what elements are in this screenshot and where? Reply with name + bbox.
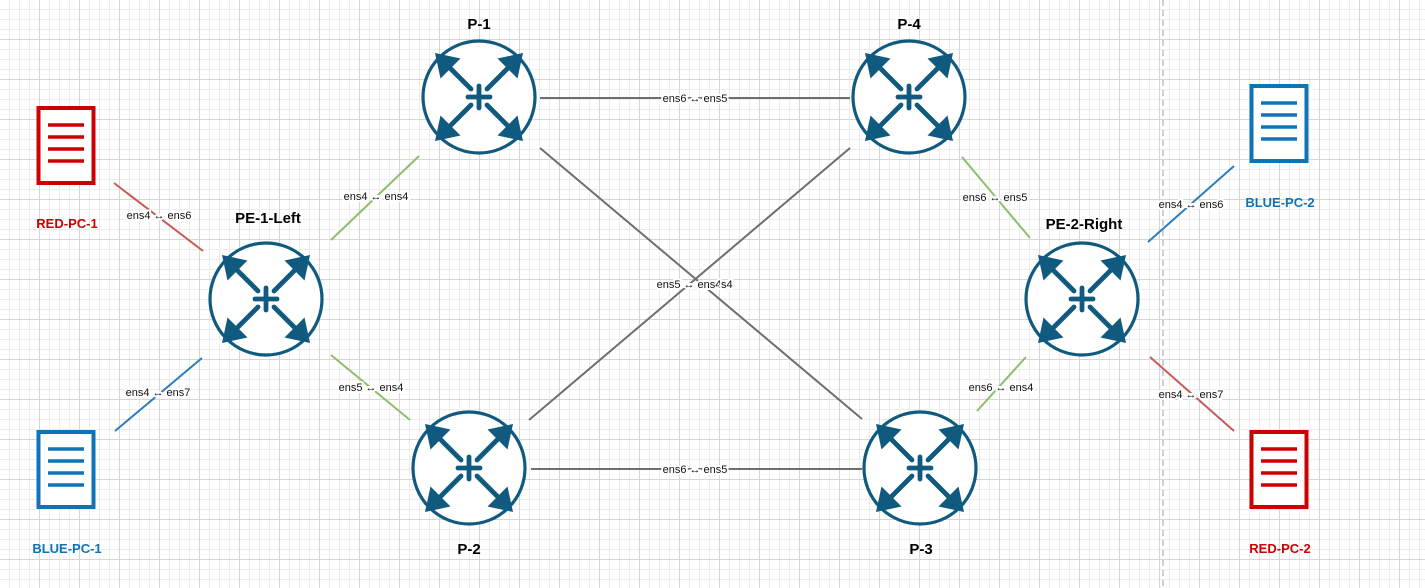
pc-blue-1[interactable]: BLUE-PC-1 (32, 430, 102, 556)
link-pe1-p1[interactable] (330, 155, 420, 241)
links (113, 97, 1235, 470)
router-icon (864, 412, 976, 524)
router-label: P-2 (457, 541, 480, 558)
pc-label: BLUE-PC-1 (32, 541, 101, 556)
document-icon (36, 430, 96, 509)
router-p2[interactable]: P-2 (413, 412, 525, 558)
router-icon (1026, 243, 1138, 355)
link-label-blue2-pe2: ens4 ↔ ens6 (1159, 199, 1224, 211)
link-labels: ens6 ↔ ens5 ens6 ↔ ens5 ens4 ↔ ens4 ens5… (124, 91, 1226, 478)
router-pe1-left[interactable]: PE-1-Left (210, 210, 322, 355)
router-label: PE-2-Right (1046, 216, 1123, 233)
link-p4-pe2[interactable] (961, 156, 1031, 239)
pc-label: BLUE-PC-2 (1245, 195, 1314, 210)
router-icon (210, 243, 322, 355)
pc-blue-2[interactable]: BLUE-PC-2 (1245, 84, 1315, 210)
link-red2-pe2[interactable] (1149, 356, 1235, 432)
router-p1[interactable]: P-1 (423, 16, 535, 153)
link-label-cross: ens5 ↔ ens4 (657, 279, 722, 291)
document-icon (36, 106, 96, 185)
pc-label: RED-PC-2 (1249, 541, 1310, 556)
link-blue2-pe2[interactable] (1147, 165, 1235, 243)
router-label: P-3 (909, 541, 932, 558)
link-label-pe1-p2: ens5 ↔ ens4 (339, 382, 404, 394)
router-icon (423, 41, 535, 153)
pc-red-1[interactable]: RED-PC-1 (36, 106, 98, 231)
link-p1-p3[interactable] (539, 147, 863, 420)
link-blue1-pe1[interactable] (114, 357, 203, 432)
link-label-red1-pe1: ens4 ↔ ens6 (127, 210, 192, 222)
link-label-red2-pe2: ens4 ↔ ens7 (1159, 389, 1224, 401)
link-label-blue1-pe1: ens4 ↔ ens7 (126, 387, 191, 399)
link-label-p3-pe2: ens6 ↔ ens4 (969, 382, 1034, 394)
link-label-p4-pe2: ens6 ↔ ens5 (963, 192, 1028, 204)
router-label: P-4 (897, 16, 921, 33)
link-label-cross-tail: s4 (721, 279, 733, 291)
router-p4[interactable]: P-4 (853, 16, 965, 153)
router-pe2-right[interactable]: PE-2-Right (1026, 216, 1138, 355)
router-icon (413, 412, 525, 524)
document-icon (1249, 84, 1309, 163)
link-pe1-p2[interactable] (330, 354, 411, 421)
link-label-pe1-p1: ens4 ↔ ens4 (344, 191, 409, 203)
link-p2-p4[interactable] (528, 147, 851, 421)
pc-red-2[interactable]: RED-PC-2 (1249, 430, 1311, 556)
link-red1-pe1[interactable] (113, 182, 204, 252)
pc-label: RED-PC-1 (36, 216, 97, 231)
router-label: PE-1-Left (235, 210, 301, 227)
document-icon (1249, 430, 1309, 509)
link-p3-pe2[interactable] (976, 356, 1027, 412)
link-label-p1-p4: ens6 ↔ ens5 (663, 93, 728, 105)
link-label-p2-p3: ens6 ↔ ens5 (663, 464, 728, 476)
router-label: P-1 (467, 16, 490, 33)
router-icon (853, 41, 965, 153)
router-p3[interactable]: P-3 (864, 412, 976, 558)
